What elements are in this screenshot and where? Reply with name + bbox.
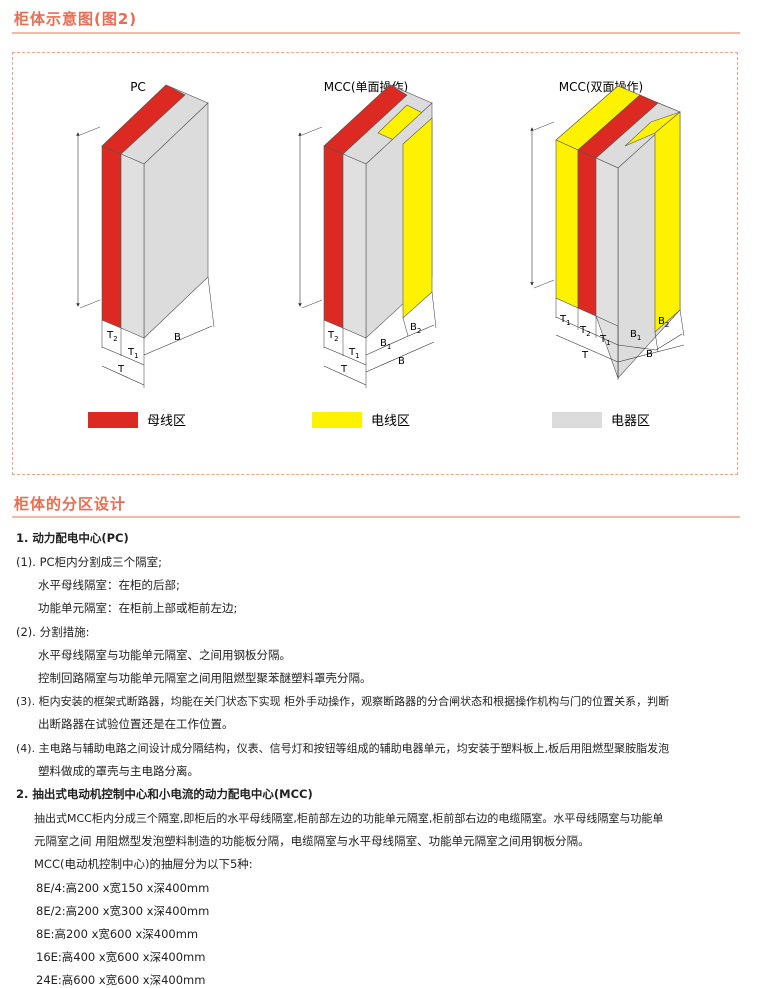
- section-divider: [12, 32, 740, 34]
- dim-b2: B2: [658, 316, 669, 329]
- legend: 母线区 电线区 电器区: [88, 412, 650, 429]
- dim-t1: T1: [599, 334, 611, 347]
- dim-t1: T1: [127, 347, 139, 360]
- list-item: 16E:高400 x宽600 x深400mm: [36, 950, 206, 964]
- legend-label-cable: 电线区: [371, 414, 410, 429]
- paragraph: (4). 主电路与辅助电路之间设计成分隔结构，仪表、信号灯和按钮等组成的辅助电器…: [16, 742, 670, 755]
- dim-t1: T1: [348, 347, 360, 360]
- legend-label-busbar: 母线区: [147, 414, 186, 429]
- dim-t2: T2: [106, 330, 118, 343]
- dim-t: T: [117, 364, 125, 375]
- dim-b1: B1: [630, 329, 641, 342]
- list-item: 8E/2:高200 x宽300 x深400mm: [36, 904, 210, 918]
- legend-swatch-cable: [312, 412, 362, 428]
- section-title-diagram: 柜体示意图(图2): [14, 10, 138, 28]
- paragraph: (1). PC柜内分割成三个隔室;: [16, 555, 162, 569]
- heading-mcc: 2. 抽出式电动机控制中心和小电流的动力配电中心(MCC): [16, 787, 313, 801]
- pc-label: PC: [130, 80, 146, 94]
- dim-b: B: [646, 349, 653, 360]
- paragraph: 控制回路隔室与功能单元隔室之间用阻燃型聚苯醚塑料罩壳分隔。: [38, 671, 372, 685]
- legend-label-device: 电器区: [611, 414, 650, 429]
- dim-b1: B1: [380, 338, 391, 351]
- paragraph: 塑料做成的罩壳与主电路分离。: [38, 764, 199, 778]
- dim-b2: B2: [410, 322, 421, 335]
- paragraph: 功能单元隔室：在柜前上部或柜前左边;: [38, 601, 238, 615]
- paragraph: MCC(电动机控制中心)的抽屉分为以下5种:: [34, 857, 253, 871]
- list-item: 8E:高200 x宽600 x深400mm: [36, 927, 199, 941]
- paragraph: 出断路器在试验位置还是在工作位置。: [38, 717, 234, 731]
- paragraph: 水平母线隔室与功能单元隔室、之间用钢板分隔。: [38, 648, 291, 662]
- list-item: 8E/4:高200 x宽150 x深400mm: [36, 881, 210, 895]
- paragraph: 抽出式MCC柜内分成三个隔室,即柜后的水平母线隔室,柜前部左边的功能单元隔室,柜…: [34, 812, 664, 825]
- mcc-double-cabinet: MCC(双面操作) T1 T2 T1 T: [530, 79, 685, 380]
- dim-t: T: [340, 364, 348, 375]
- paragraph: (3). 柜内安装的框架式断路器，均能在关门状态下实现 柜外手动操作，观察断路器…: [16, 695, 670, 708]
- pc-cabinet: PC T2 T1 T B: [76, 80, 215, 388]
- list-item: 24E:高600 x宽600 x深400mm: [36, 973, 206, 987]
- heading-pc: 1. 动力配电中心(PC): [16, 531, 129, 545]
- cabinet-diagram: PC T2 T1 T B MCC(单面操作): [76, 79, 685, 429]
- dim-t1: T1: [559, 314, 571, 327]
- legend-swatch-device: [552, 412, 602, 428]
- section-title-partition: 柜体的分区设计: [14, 495, 127, 513]
- paragraph: 元隔室之间 用阻燃型发泡塑料制造的功能板分隔，电缆隔室与水平母线隔室、功能单元隔…: [34, 834, 590, 848]
- diagram-frame: [12, 52, 738, 475]
- legend-swatch-busbar: [88, 412, 138, 428]
- paragraph: 水平母线隔室：在柜的后部;: [38, 578, 180, 592]
- dim-t2: T2: [579, 325, 591, 338]
- dim-b: B: [398, 356, 405, 367]
- dim-b: B: [174, 332, 181, 343]
- dim-t: T: [581, 350, 589, 361]
- section-divider: [12, 516, 740, 518]
- mcc-single-cabinet: MCC(单面操作) T2 T1 T B1 B2 B: [298, 79, 437, 388]
- dim-t2: T2: [327, 330, 339, 343]
- paragraph: (2). 分割措施:: [16, 625, 90, 639]
